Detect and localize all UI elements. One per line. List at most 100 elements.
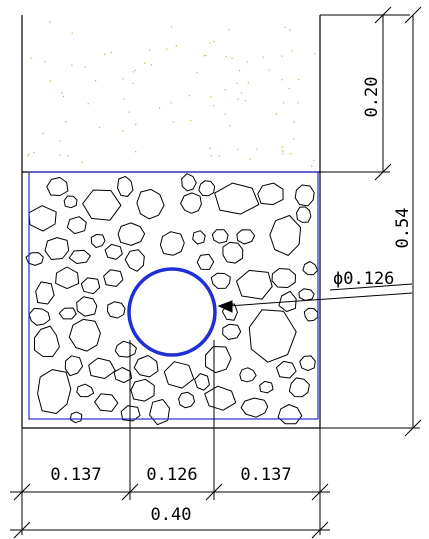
sand-dot [282, 150, 284, 152]
sand-dot [284, 26, 286, 29]
sand-dot [237, 98, 239, 100]
sand-dot [231, 57, 233, 60]
gravel-stone [37, 369, 72, 414]
gravel-stone [28, 307, 51, 326]
gravel-stone [55, 266, 80, 290]
sand-dot [28, 153, 30, 156]
sand-dot [128, 111, 130, 113]
dim-left-width: 0.137 [50, 465, 101, 485]
sand-dot [158, 107, 161, 109]
sand-dot [297, 78, 300, 81]
gravel-stone [46, 177, 69, 196]
gravel-stone [178, 391, 196, 409]
sand-dot [71, 32, 73, 34]
gravel-stone [28, 205, 57, 232]
sand-dot [123, 98, 125, 100]
sand-dot [236, 82, 238, 85]
sand-dot [282, 102, 285, 104]
sand-dot [170, 26, 173, 28]
gravel-stone [159, 231, 185, 256]
dim-total-width: 0.40 [151, 505, 192, 525]
sand-dot [71, 64, 73, 66]
sand-dot [289, 29, 291, 31]
sand-dot [290, 153, 292, 155]
pipe-diameter-leader [217, 283, 413, 313]
gravel-stone [69, 411, 83, 424]
sand-dot [240, 92, 243, 94]
sand-dot [30, 57, 32, 59]
gravel-stone [35, 281, 55, 305]
sand-dot [94, 80, 97, 82]
gravel-stone [117, 176, 134, 197]
sand-dot [268, 69, 270, 71]
gravel-stone [106, 301, 126, 319]
sand-dot [135, 123, 137, 126]
gravel-stone [204, 385, 237, 411]
sand-dot [224, 113, 226, 115]
sand-dot [110, 51, 113, 54]
sand-dot [190, 119, 192, 122]
sand-dot [175, 45, 177, 47]
sand-dot [225, 55, 227, 58]
sand-dot [49, 80, 52, 82]
sand-dot [247, 82, 249, 84]
sand-dot [212, 105, 215, 107]
gravel-stone [194, 373, 210, 391]
gravel-stone [240, 397, 269, 418]
gravel-stone [198, 180, 216, 197]
sand-dot [59, 140, 61, 142]
horizontal-dimensions [10, 340, 330, 539]
gravel-stone [133, 355, 159, 378]
sand-layer [27, 21, 316, 167]
gravel-stone [44, 237, 70, 260]
gravel-stone [236, 229, 256, 245]
sand-dot [196, 72, 198, 74]
sand-dot [204, 54, 207, 57]
sand-dot [282, 152, 284, 155]
sand-dot [65, 121, 67, 123]
sand-dot [59, 154, 61, 156]
vertical-dimensions [320, 6, 422, 437]
sand-dot [166, 48, 168, 50]
gravel-stone [163, 361, 195, 389]
sand-dot [170, 102, 172, 104]
gravel-stone [211, 229, 229, 244]
sand-dot [27, 154, 29, 157]
gravel-stone [94, 393, 119, 412]
sand-dot [132, 71, 134, 73]
sand-dot [209, 42, 211, 44]
gravel-stone [76, 383, 95, 398]
gravel-stone [248, 309, 297, 363]
gravel-stone [88, 357, 116, 379]
gravel-stone [299, 355, 316, 372]
sand-dot [313, 159, 315, 162]
sand-dot [314, 53, 316, 55]
gravel-stone [210, 272, 231, 289]
gravel-stone [205, 346, 232, 374]
pipe [127, 267, 217, 357]
sand-dot [148, 49, 151, 51]
gravel-stone [236, 269, 273, 300]
sand-dot [188, 95, 191, 97]
sand-dot [288, 87, 290, 90]
gravel-stone [34, 325, 60, 357]
gravel-stone [149, 399, 170, 426]
gravel-stone [113, 367, 133, 384]
gravel-stone [120, 405, 141, 422]
sand-dot [209, 147, 211, 150]
gravel-stone [298, 288, 315, 301]
gravel-stone [222, 323, 242, 340]
gravel-stone [214, 182, 260, 215]
dim-top-layer-height: 0.20 [362, 77, 382, 118]
sand-dot [144, 62, 146, 64]
gravel-stone [117, 222, 146, 246]
sand-dot [210, 155, 213, 157]
gravel-stone [68, 249, 91, 264]
dim-pipe-diameter: ϕ0.126 [333, 269, 394, 289]
gravel-stone [196, 253, 215, 270]
gravel-stone [104, 243, 123, 260]
stone-zone-outline [28, 171, 319, 420]
gravel-stone [63, 195, 78, 209]
gravel-stone [80, 277, 101, 295]
